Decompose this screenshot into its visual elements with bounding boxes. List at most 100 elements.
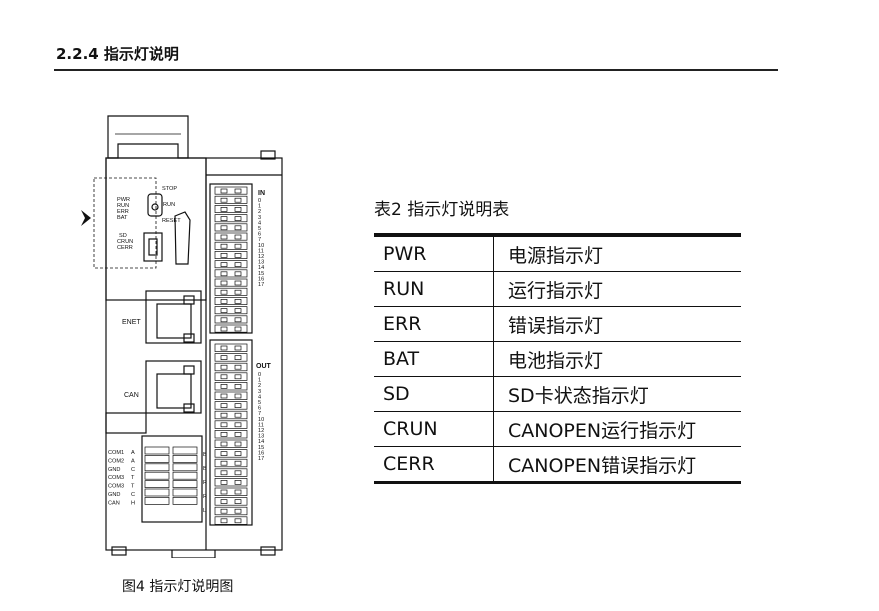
indicator-description: CANOPEN错误指示灯 — [508, 454, 697, 477]
top-latch — [107, 115, 189, 159]
terminal-suffix: A — [131, 458, 135, 464]
plc-device-illustration: PWR RUN ERR BAT SD CRUN CERR STOP RUN RE… — [81, 115, 283, 558]
label-can: CAN — [124, 392, 139, 399]
input-number-label: 10 — [258, 243, 264, 249]
label-run: RUN — [117, 203, 129, 209]
table-title: 表2 指示灯说明表 — [374, 200, 510, 220]
terminal-label: COM3 — [108, 475, 124, 481]
input-number-label: 4 — [258, 220, 261, 226]
indicator-code: BAT — [374, 341, 494, 377]
indicator-description: 电池指示灯 — [493, 341, 741, 377]
indicator-code: CERR — [374, 446, 494, 483]
label-enet: ENET — [122, 319, 141, 326]
input-number-label: 12 — [258, 254, 264, 260]
terminal-suffix: A — [131, 450, 135, 456]
output-number-label: 6 — [258, 406, 261, 412]
input-number-label: 15 — [258, 271, 264, 277]
indicator-description: 运行指示灯 — [493, 271, 741, 307]
terminal-label: GND — [108, 492, 120, 498]
terminal-label: COM3 — [108, 484, 124, 490]
input-number-label: 5 — [258, 226, 261, 232]
output-terminals — [209, 339, 253, 526]
indicator-code: RUN — [374, 271, 494, 307]
terminal-side-letter: L — [203, 508, 206, 514]
indicator-description: SD卡状态指示灯 — [493, 376, 741, 412]
input-number-label: 7 — [258, 237, 261, 243]
figure-caption: 图4 指示灯说明图 — [122, 579, 234, 595]
output-number-label: 16 — [258, 450, 264, 456]
output-number-label: 3 — [258, 389, 261, 395]
enet-port — [145, 290, 202, 344]
terminal-suffix: H — [131, 500, 135, 506]
sd-card-slot — [174, 211, 191, 265]
terminal-side-letter: R — [203, 494, 207, 500]
terminal-side-letter: B — [203, 466, 207, 472]
terminal-suffix: T — [131, 475, 135, 481]
left-module — [105, 157, 207, 301]
output-number-label: 11 — [258, 422, 264, 428]
output-number-label: 5 — [258, 400, 261, 406]
input-number-label: 6 — [258, 232, 261, 238]
bottom-foot — [171, 550, 216, 558]
label-bat: BAT — [117, 215, 128, 221]
output-number-label: 10 — [258, 417, 264, 423]
terminal-block — [141, 435, 203, 523]
input-number-label: 3 — [258, 215, 261, 221]
input-number-label: 0 — [258, 198, 261, 204]
indicator-description: 电源指示灯 — [493, 235, 741, 272]
section-divider — [54, 69, 778, 71]
output-number-label: 12 — [258, 428, 264, 434]
output-number-label: 1 — [258, 378, 261, 384]
label-reset: RESET — [162, 218, 181, 224]
indicator-code: ERR — [374, 306, 494, 342]
section-title: 2.2.4 指示灯说明 — [56, 45, 179, 63]
indicator-code: SD — [374, 376, 494, 412]
indicator-callout-box — [93, 177, 157, 269]
input-number-label: 17 — [258, 282, 264, 288]
terminal-label: COM1 — [108, 450, 124, 456]
indicator-description: 错误指示灯 — [493, 306, 741, 342]
output-number-label: 17 — [258, 456, 264, 462]
input-terminals — [209, 183, 253, 334]
output-number-label: 4 — [258, 394, 261, 400]
terminal-suffix: C — [131, 492, 135, 498]
terminal-side-letter: R — [203, 480, 207, 486]
terminal-suffix: T — [131, 484, 135, 490]
label-cerr: CERR — [117, 245, 133, 251]
terminal-side-letter: B — [203, 452, 207, 458]
indicator-code: CRUN — [374, 411, 494, 447]
input-number-label: 11 — [258, 248, 264, 254]
output-number-label: 13 — [258, 434, 264, 440]
label-err: ERR — [117, 209, 129, 215]
terminal-label: COM2 — [108, 458, 124, 464]
output-number-label: 0 — [258, 372, 261, 378]
can-port — [145, 360, 202, 414]
input-number-label: 2 — [258, 209, 261, 215]
arrow-pointer-icon — [81, 210, 91, 226]
input-number-label: 14 — [258, 265, 264, 271]
label-sd: SD — [119, 233, 127, 239]
input-number-label: 1 — [258, 204, 261, 210]
table-row: CERR CANOPEN错误指示灯 — [374, 446, 741, 483]
indicator-description: CANOPEN运行指示灯 — [493, 411, 741, 447]
input-number-label: 16 — [258, 276, 264, 282]
usb-port — [143, 232, 163, 262]
indicator-code: PWR — [374, 235, 494, 272]
output-number-label: 7 — [258, 411, 261, 417]
stop-run-switch — [147, 193, 163, 217]
output-number-label: 2 — [258, 383, 261, 389]
label-switch-run: RUN — [163, 202, 175, 208]
label-out: OUT — [256, 363, 272, 370]
label-crun: CRUN — [117, 239, 133, 245]
label-in: IN — [258, 190, 265, 197]
output-number-label: 14 — [258, 439, 264, 445]
terminal-label: CAN — [108, 500, 120, 506]
label-pwr: PWR — [117, 197, 130, 203]
